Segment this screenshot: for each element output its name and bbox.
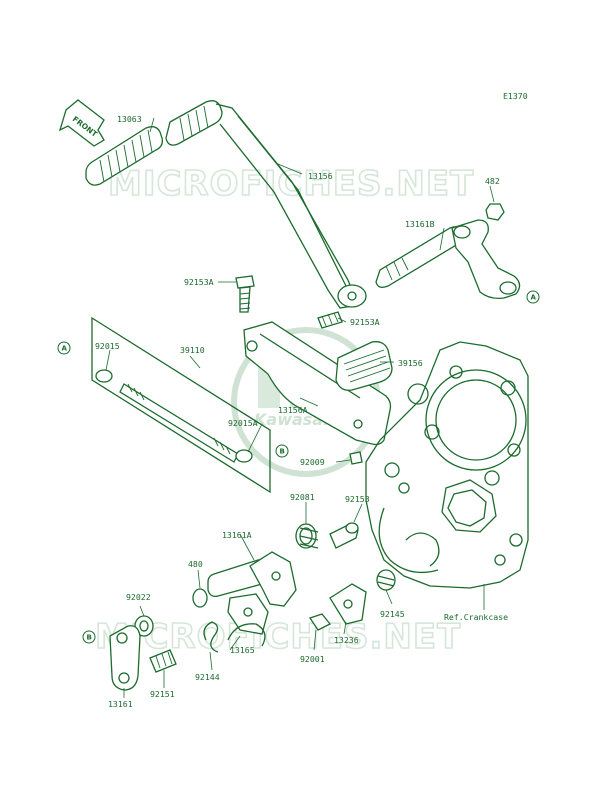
label-92145: 92145 [380,609,405,619]
bolt-92151 [149,649,177,673]
label-13161: 13161 [108,699,133,709]
front-arrow-icon: FRONT [58,99,105,147]
label-39110: 39110 [180,345,205,355]
spring-92145 [376,569,396,591]
label-480: 480 [188,559,203,569]
label-92022: 92022 [126,592,151,602]
label-92081: 92081 [290,492,315,502]
label-92009: 92009 [300,457,325,467]
watermark-bottom: MICROFICHES.NET [95,617,461,657]
bolt-92001 [308,613,332,631]
label-92144: 92144 [195,672,220,682]
nut-92009 [349,451,363,465]
reference-crankcase: Ref.Crankcase [444,612,508,622]
label-92015: 92015 [95,341,120,351]
label-482: 482 [485,176,500,186]
svg-text:B: B [280,448,285,456]
label-13156a: 13156A [278,405,308,415]
spring-13165 [227,623,266,647]
shift-pedal-lever-13156 [165,100,367,309]
circlip-480 [192,588,208,608]
watermark-top: MICROFICHES.NET [108,164,474,204]
label-92015a: 92015A [228,418,258,428]
leader-lines [105,117,495,698]
spring-92144 [203,621,219,653]
svg-text:A: A [531,294,537,302]
diagram-code: E1370 [503,91,528,101]
bolt-92153 [329,522,359,549]
label-92001: 92001 [300,654,325,664]
label-13165: 13165 [230,645,255,655]
bolt-92153a-mid [317,311,343,329]
tie-rod-39110 [91,316,271,494]
crankcase-outline [365,341,529,589]
label-13236: 13236 [334,635,359,645]
callout-a-right: A [526,290,540,304]
label-92151: 92151 [150,689,175,699]
callout-a-left: A [57,341,71,355]
spring-92081 [295,523,319,549]
bolt-92153a-top [235,275,255,313]
shift-shaft-13161a [207,551,297,635]
nut-482 [485,203,505,221]
label-92153a-top: 92153A [184,277,214,287]
svg-text:A: A [62,345,68,353]
callout-b-top: B [275,444,289,458]
label-39156: 39156 [398,358,423,368]
pedal-rubber-13063 [85,126,164,186]
label-13161a: 13161A [222,530,252,540]
label-92153a-mid: 92153A [350,317,380,327]
shift-shaft-13161b [375,209,521,300]
lever-13161 [109,625,141,691]
label-13156: 13156 [308,171,333,181]
label-13161b: 13161B [405,219,435,229]
lever-13236 [329,583,367,625]
heel-rubber-39156 [335,341,393,391]
label-13063: 13063 [117,114,142,124]
callout-b-bottom: B [82,630,96,644]
label-92153: 92153 [345,494,370,504]
svg-text:B: B [87,634,92,642]
